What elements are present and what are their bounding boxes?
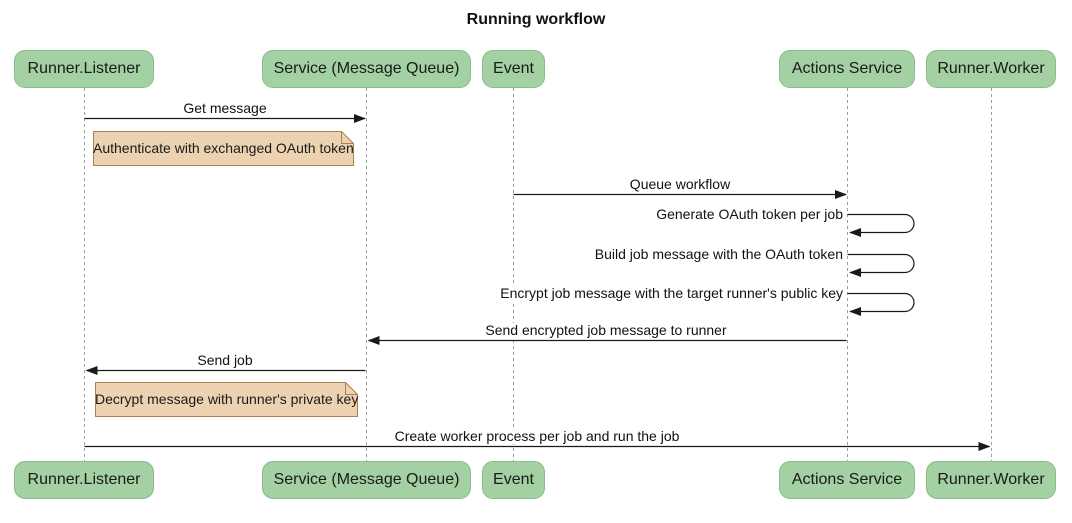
self-loop-encrypt-job-message: [847, 292, 915, 316]
participant-top-service-message-queue: Service (Message Queue): [262, 50, 471, 88]
message-label-create-worker-process: Create worker process per job and run th…: [392, 428, 682, 444]
participant-bottom-runner-worker: Runner.Worker: [926, 461, 1056, 499]
participant-label: Runner.Worker: [937, 60, 1045, 77]
participant-label: Runner.Listener: [27, 60, 141, 77]
participant-label: Actions Service: [791, 471, 903, 488]
self-loop-generate-oauth-token: [847, 213, 915, 237]
participant-bottom-actions-service: Actions Service: [779, 461, 915, 499]
participant-top-runner-worker: Runner.Worker: [926, 50, 1056, 88]
note-authenticate-shape: [93, 131, 354, 166]
participant-bottom-event: Event: [482, 461, 545, 499]
participant-top-actions-service: Actions Service: [779, 50, 915, 88]
message-label-get-message: Get message: [181, 100, 269, 116]
note-authenticate: Authenticate with exchanged OAuth token: [93, 140, 354, 156]
note-decrypt: Decrypt message with runner's private ke…: [95, 391, 359, 407]
participant-label: Service (Message Queue): [273, 471, 460, 488]
message-label-encrypt-job-message: Encrypt job message with the target runn…: [498, 285, 845, 301]
self-loop-build-job-message: [847, 253, 915, 277]
participant-label: Runner.Worker: [937, 471, 1045, 488]
note-decrypt-shape: [95, 382, 358, 417]
participant-label: Runner.Listener: [27, 471, 141, 488]
message-label-generate-oauth-token: Generate OAuth token per job: [654, 206, 845, 222]
participant-label: Service (Message Queue): [273, 60, 460, 77]
message-label-build-job-message: Build job message with the OAuth token: [592, 246, 845, 262]
participant-label: Event: [493, 60, 534, 77]
message-label-queue-workflow: Queue workflow: [627, 176, 733, 192]
diagram-title: Running workflow: [466, 11, 606, 28]
participant-top-event: Event: [482, 50, 545, 88]
message-label-send-job: Send job: [195, 352, 255, 368]
participant-label: Actions Service: [791, 60, 903, 77]
participant-label: Event: [493, 471, 534, 488]
participant-bottom-service-message-queue: Service (Message Queue): [262, 461, 471, 499]
participant-bottom-runner-listener: Runner.Listener: [14, 461, 154, 499]
participant-top-runner-listener: Runner.Listener: [14, 50, 154, 88]
message-label-send-encrypted-job-message: Send encrypted job message to runner: [483, 322, 729, 338]
